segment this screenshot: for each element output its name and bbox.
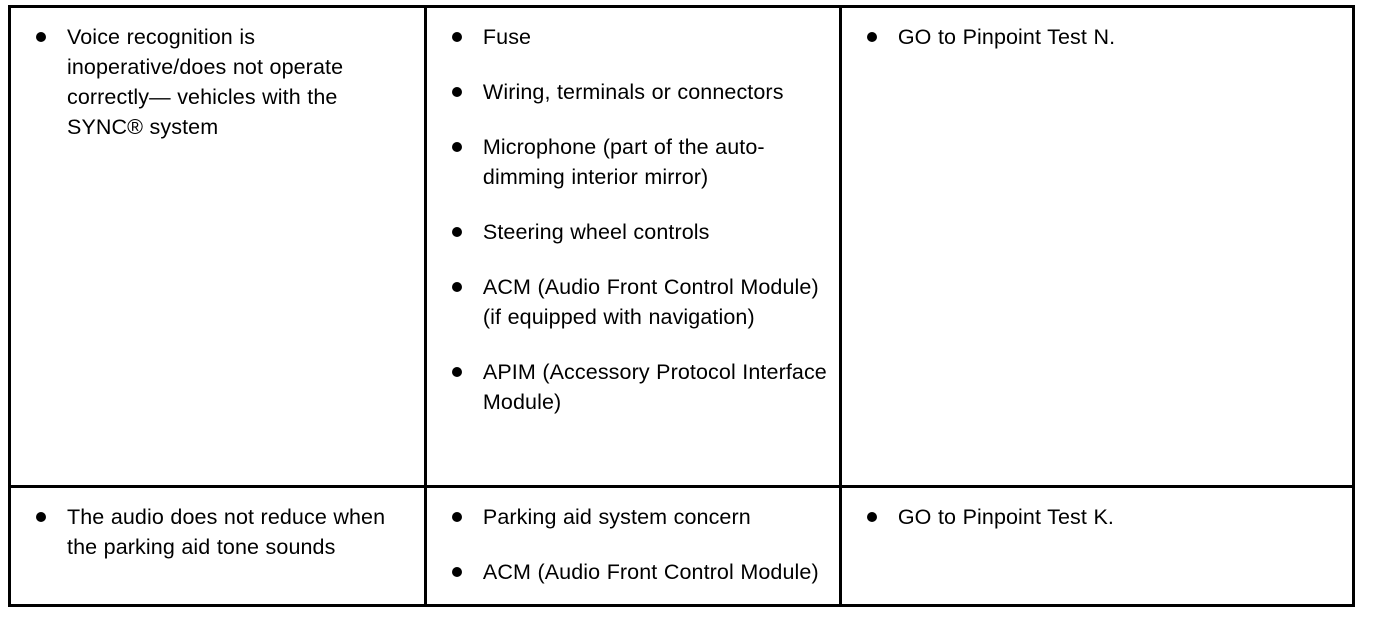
- list-item-label: GO to Pinpoint Test K.: [897, 505, 1114, 530]
- list-item-label: ACM (Audio Front Control Module): [482, 560, 819, 585]
- table-cell-condition: The audio does not reduce when the parki…: [9, 485, 427, 606]
- diagnostic-symptom-table: Voice recognition is inoperative/does no…: [8, 5, 1355, 607]
- list-item-label: APIM (Accessory Protocol Interface Modul…: [482, 360, 827, 414]
- bullet-dot-icon: [866, 32, 877, 42]
- table-row: Voice recognition is inoperative/does no…: [9, 6, 1354, 487]
- bullet-dot-icon: [451, 142, 462, 152]
- list-item-label: Voice recognition is inoperative/does no…: [67, 25, 344, 139]
- list-item-label: GO to Pinpoint Test N.: [897, 25, 1116, 49]
- bullet-dot-icon: [451, 567, 462, 578]
- bullet-list-condition: Voice recognition is inoperative/does no…: [36, 22, 414, 142]
- bullet-dot-icon: [451, 512, 462, 523]
- list-item-label: Steering wheel controls: [482, 220, 710, 244]
- list-item: ACM (Audio Front Control Module) (if equ…: [451, 272, 829, 332]
- table-cell-action: GO to Pinpoint Test N.: [840, 7, 1353, 487]
- list-item: Parking aid system concern: [451, 502, 829, 532]
- table-cell-possible-sources: Parking aid system concern ACM (Audio Fr…: [425, 485, 842, 606]
- list-item-label: Fuse: [482, 25, 532, 49]
- bullet-dot-icon: [451, 32, 462, 42]
- list-item: APIM (Accessory Protocol Interface Modul…: [451, 357, 829, 417]
- bullet-dot-icon: [36, 32, 46, 42]
- list-item-label: Microphone (part of the auto-dimming int…: [482, 135, 765, 189]
- list-item: ACM (Audio Front Control Module): [451, 557, 829, 587]
- table-row: The audio does not reduce when the parki…: [9, 485, 1354, 606]
- list-item-label: Parking aid system concern: [482, 505, 751, 530]
- table-cell-action: GO to Pinpoint Test K.: [840, 485, 1354, 606]
- bullet-list-condition: The audio does not reduce when the parki…: [36, 502, 414, 562]
- bullet-dot-icon: [451, 227, 462, 237]
- bullet-dot-icon: [36, 512, 46, 523]
- bullet-dot-icon: [866, 512, 877, 523]
- list-item: The audio does not reduce when the parki…: [36, 502, 414, 562]
- list-item: Wiring, terminals or connectors: [451, 77, 829, 107]
- bullet-list-possible-sources: Fuse Wiring, terminals or connectors Mic…: [451, 22, 829, 417]
- list-item-label: ACM (Audio Front Control Module) (if equ…: [482, 275, 819, 329]
- list-item: GO to Pinpoint Test K.: [866, 502, 1342, 532]
- list-item: Voice recognition is inoperative/does no…: [36, 22, 414, 142]
- bullet-dot-icon: [451, 87, 462, 97]
- list-item-label: The audio does not reduce when the parki…: [67, 505, 386, 560]
- bullet-dot-icon: [451, 282, 462, 292]
- list-item: Steering wheel controls: [451, 217, 829, 247]
- list-item-label: Wiring, terminals or connectors: [482, 80, 784, 104]
- list-item: GO to Pinpoint Test N.: [866, 22, 1342, 52]
- table-cell-condition: Voice recognition is inoperative/does no…: [9, 6, 427, 487]
- list-item: Fuse: [451, 22, 829, 52]
- bullet-list-action: GO to Pinpoint Test K.: [866, 502, 1342, 532]
- bullet-dot-icon: [451, 367, 462, 377]
- bullet-list-action: GO to Pinpoint Test N.: [866, 22, 1342, 52]
- table-cell-possible-sources: Fuse Wiring, terminals or connectors Mic…: [425, 6, 842, 487]
- list-item: Microphone (part of the auto-dimming int…: [451, 132, 829, 192]
- bullet-list-possible-sources: Parking aid system concern ACM (Audio Fr…: [451, 502, 829, 587]
